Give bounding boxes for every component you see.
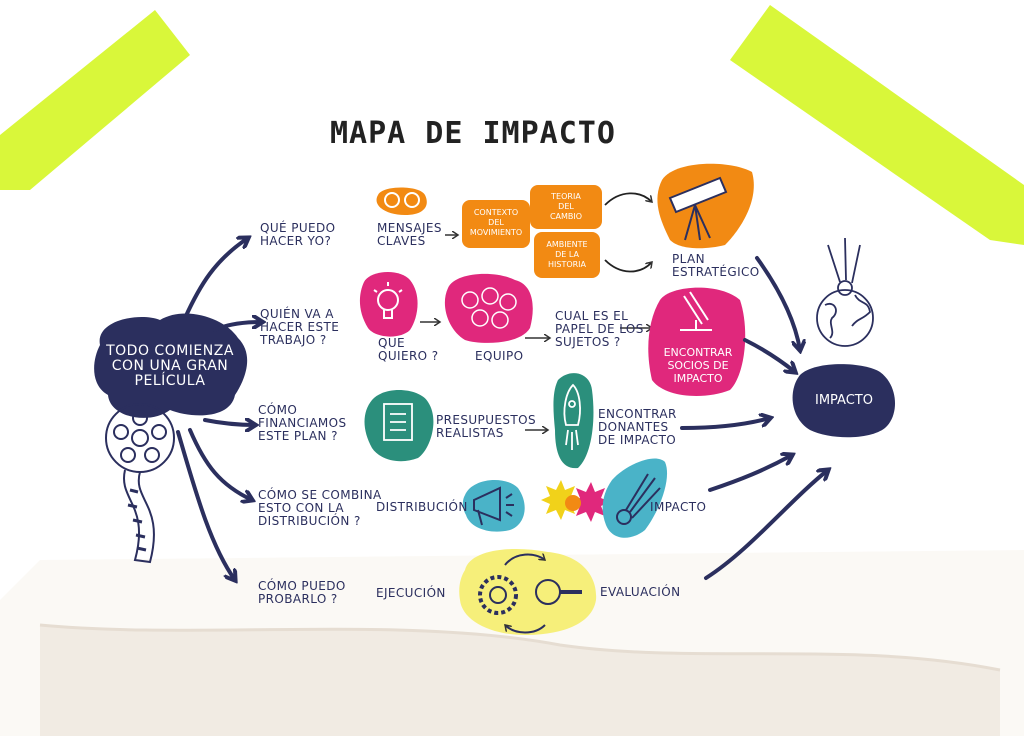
- rocket-icon: [563, 383, 581, 450]
- checklist-icon: [383, 403, 413, 441]
- equipo-label: EQUIPO: [475, 349, 524, 363]
- meteor-blob: [602, 458, 668, 538]
- teoria-box: [530, 185, 602, 229]
- presupuestos-label: PRESUPUESTOS REALISTAS: [436, 413, 536, 440]
- arrow-to-q4: [188, 428, 252, 500]
- torn-paper-edge: [40, 625, 1000, 736]
- question-2: QUIÉN VA A HACER ESTE TRABAJO ?: [260, 307, 340, 347]
- start-blob: [94, 313, 248, 418]
- megaphone-blob: [462, 479, 525, 532]
- megaphone-icon: [473, 486, 514, 526]
- question-3: CÓMO FINANCIAMOS ESTE PLAN ?: [258, 403, 347, 443]
- lightbulb-icon: [373, 282, 403, 319]
- impacto-row-label: IMPACTO: [650, 500, 707, 514]
- gears-magnifier-icon: [478, 555, 582, 634]
- arrow-to-q1: [183, 238, 248, 320]
- arrow-to-q2: [213, 322, 262, 332]
- teoria-label: TEORIA DEL CAMBIO: [549, 192, 583, 221]
- contexto-label: CONTEXTO DEL MOVIMIENTO: [469, 208, 523, 237]
- que-quiero-label: QUE QUIERO ?: [378, 336, 439, 363]
- film-reel-icon: [105, 403, 175, 564]
- meteor-icon: [616, 473, 661, 525]
- binoculars-icon: [376, 187, 427, 215]
- checklist-blob: [364, 390, 434, 462]
- rocket-blob: [553, 373, 594, 469]
- ambiente-label: AMBIENTE DE LA HISTORIA: [546, 240, 588, 269]
- earth-meteor-icon: [816, 237, 874, 347]
- plan-estrategico-label: PLAN ESTRATÉGICO: [672, 252, 760, 279]
- impact-blob: [792, 364, 896, 438]
- mensajes-claves-label: MENSAJES CLAVES: [377, 221, 442, 248]
- tape-strip-left: [0, 10, 190, 190]
- tape-strip-right: [730, 5, 1024, 245]
- contexto-box: [462, 200, 530, 248]
- starburst-icon: [541, 480, 610, 522]
- telescope-icon: [657, 163, 754, 249]
- microscope-icon: [680, 291, 712, 331]
- page-title: MAPA DE IMPACTO: [330, 116, 616, 151]
- arrow-to-q5: [176, 430, 235, 580]
- arrow-to-q3: [203, 420, 255, 425]
- lightbulb-blob: [359, 271, 418, 337]
- ejecucion-label: EJECUCIÓN: [376, 586, 446, 600]
- start-label: TODO COMIENZA CON UNA GRAN PELÍCULA: [106, 343, 234, 389]
- socios-label: ENCONTRAR SOCIOS DE IMPACTO: [663, 346, 733, 385]
- question-5: CÓMO PUEDO PROBARLO ?: [258, 579, 346, 606]
- impact-label: IMPACTO: [815, 393, 873, 408]
- team-heads-icon: [461, 287, 517, 329]
- gears-blob: [459, 549, 597, 635]
- evaluacion-label: EVALUACIÓN: [600, 585, 681, 599]
- socios-blob: [648, 287, 746, 396]
- distribucion-label: DISTRIBUCIÓN: [376, 500, 468, 514]
- papel-sujetos-label: CUAL ES EL PAPEL DE LOS SUJETOS ?: [555, 309, 644, 349]
- donantes-label: ENCONTRAR DONANTES DE IMPACTO: [598, 407, 677, 447]
- question-1: QUÉ PUEDO HACER YO?: [260, 221, 336, 248]
- team-blob: [444, 273, 533, 343]
- ambiente-box: [534, 232, 600, 278]
- question-4: CÓMO SE COMBINA ESTO CON LA DISTRIBUCIÓN…: [258, 488, 382, 528]
